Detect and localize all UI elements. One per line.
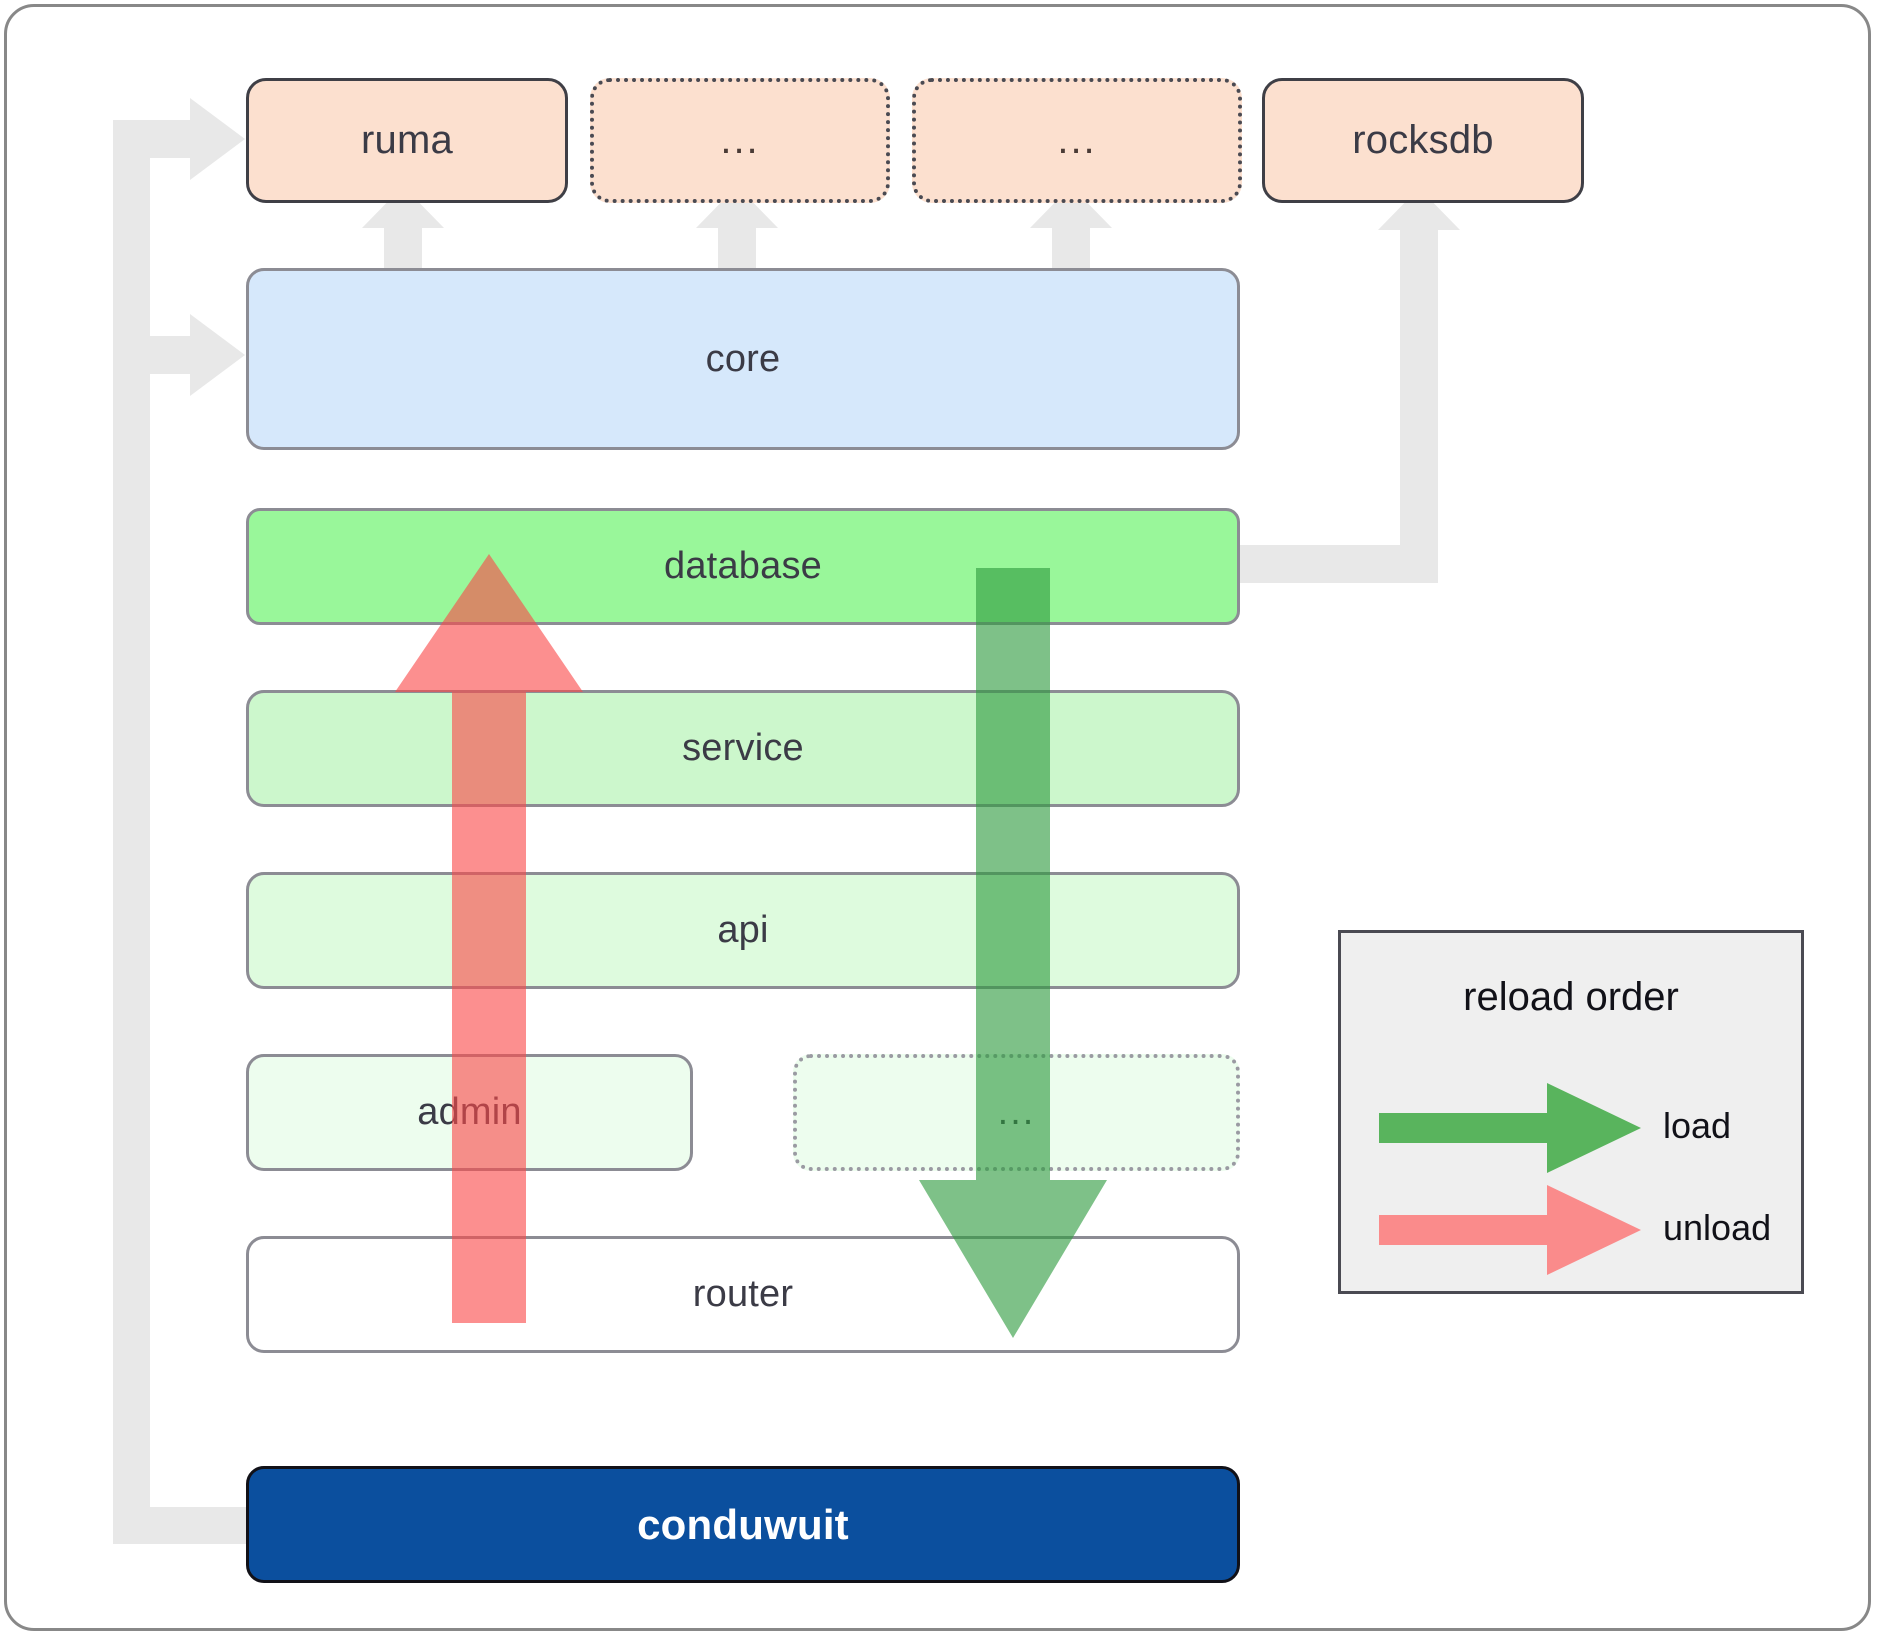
- layer-placeholder-label: ...: [997, 1091, 1036, 1133]
- external-crate-rocksdb-label: rocksdb: [1352, 118, 1494, 162]
- external-crate-placeholder-1-label: ...: [720, 118, 760, 162]
- external-crate-ruma[interactable]: ruma: [246, 78, 568, 203]
- diagram-frame: [4, 4, 1871, 1631]
- layer-admin[interactable]: admin: [246, 1054, 693, 1171]
- layer-service-label: service: [682, 727, 804, 769]
- legend-panel: reload order load unload: [1338, 930, 1804, 1294]
- legend-unload-label: unload: [1663, 1207, 1772, 1248]
- application-conduwuit[interactable]: conduwuit: [246, 1466, 1240, 1583]
- legend-unload-arrow-icon: [1379, 1185, 1641, 1275]
- layer-core[interactable]: core: [246, 268, 1240, 450]
- application-conduwuit-label: conduwuit: [637, 1500, 849, 1548]
- layer-router[interactable]: router: [246, 1236, 1240, 1353]
- layer-router-label: router: [692, 1273, 794, 1315]
- layer-database[interactable]: database: [246, 508, 1240, 625]
- layer-placeholder[interactable]: ...: [793, 1054, 1240, 1171]
- legend-load-arrow-icon: [1379, 1083, 1641, 1173]
- external-crate-placeholder-2-label: ...: [1057, 118, 1097, 162]
- layer-core-label: core: [705, 337, 781, 380]
- layer-admin-label: admin: [417, 1091, 522, 1133]
- layer-database-label: database: [664, 545, 822, 587]
- external-crate-ruma-label: ruma: [361, 118, 453, 162]
- external-crate-placeholder-2[interactable]: ...: [912, 78, 1242, 203]
- legend-title: reload order: [1463, 975, 1679, 1019]
- external-crate-placeholder-1[interactable]: ...: [590, 78, 890, 203]
- layer-api-label: api: [717, 909, 769, 951]
- external-crate-rocksdb[interactable]: rocksdb: [1262, 78, 1584, 203]
- layer-api[interactable]: api: [246, 872, 1240, 989]
- legend-load-label: load: [1663, 1105, 1732, 1146]
- layer-service[interactable]: service: [246, 690, 1240, 807]
